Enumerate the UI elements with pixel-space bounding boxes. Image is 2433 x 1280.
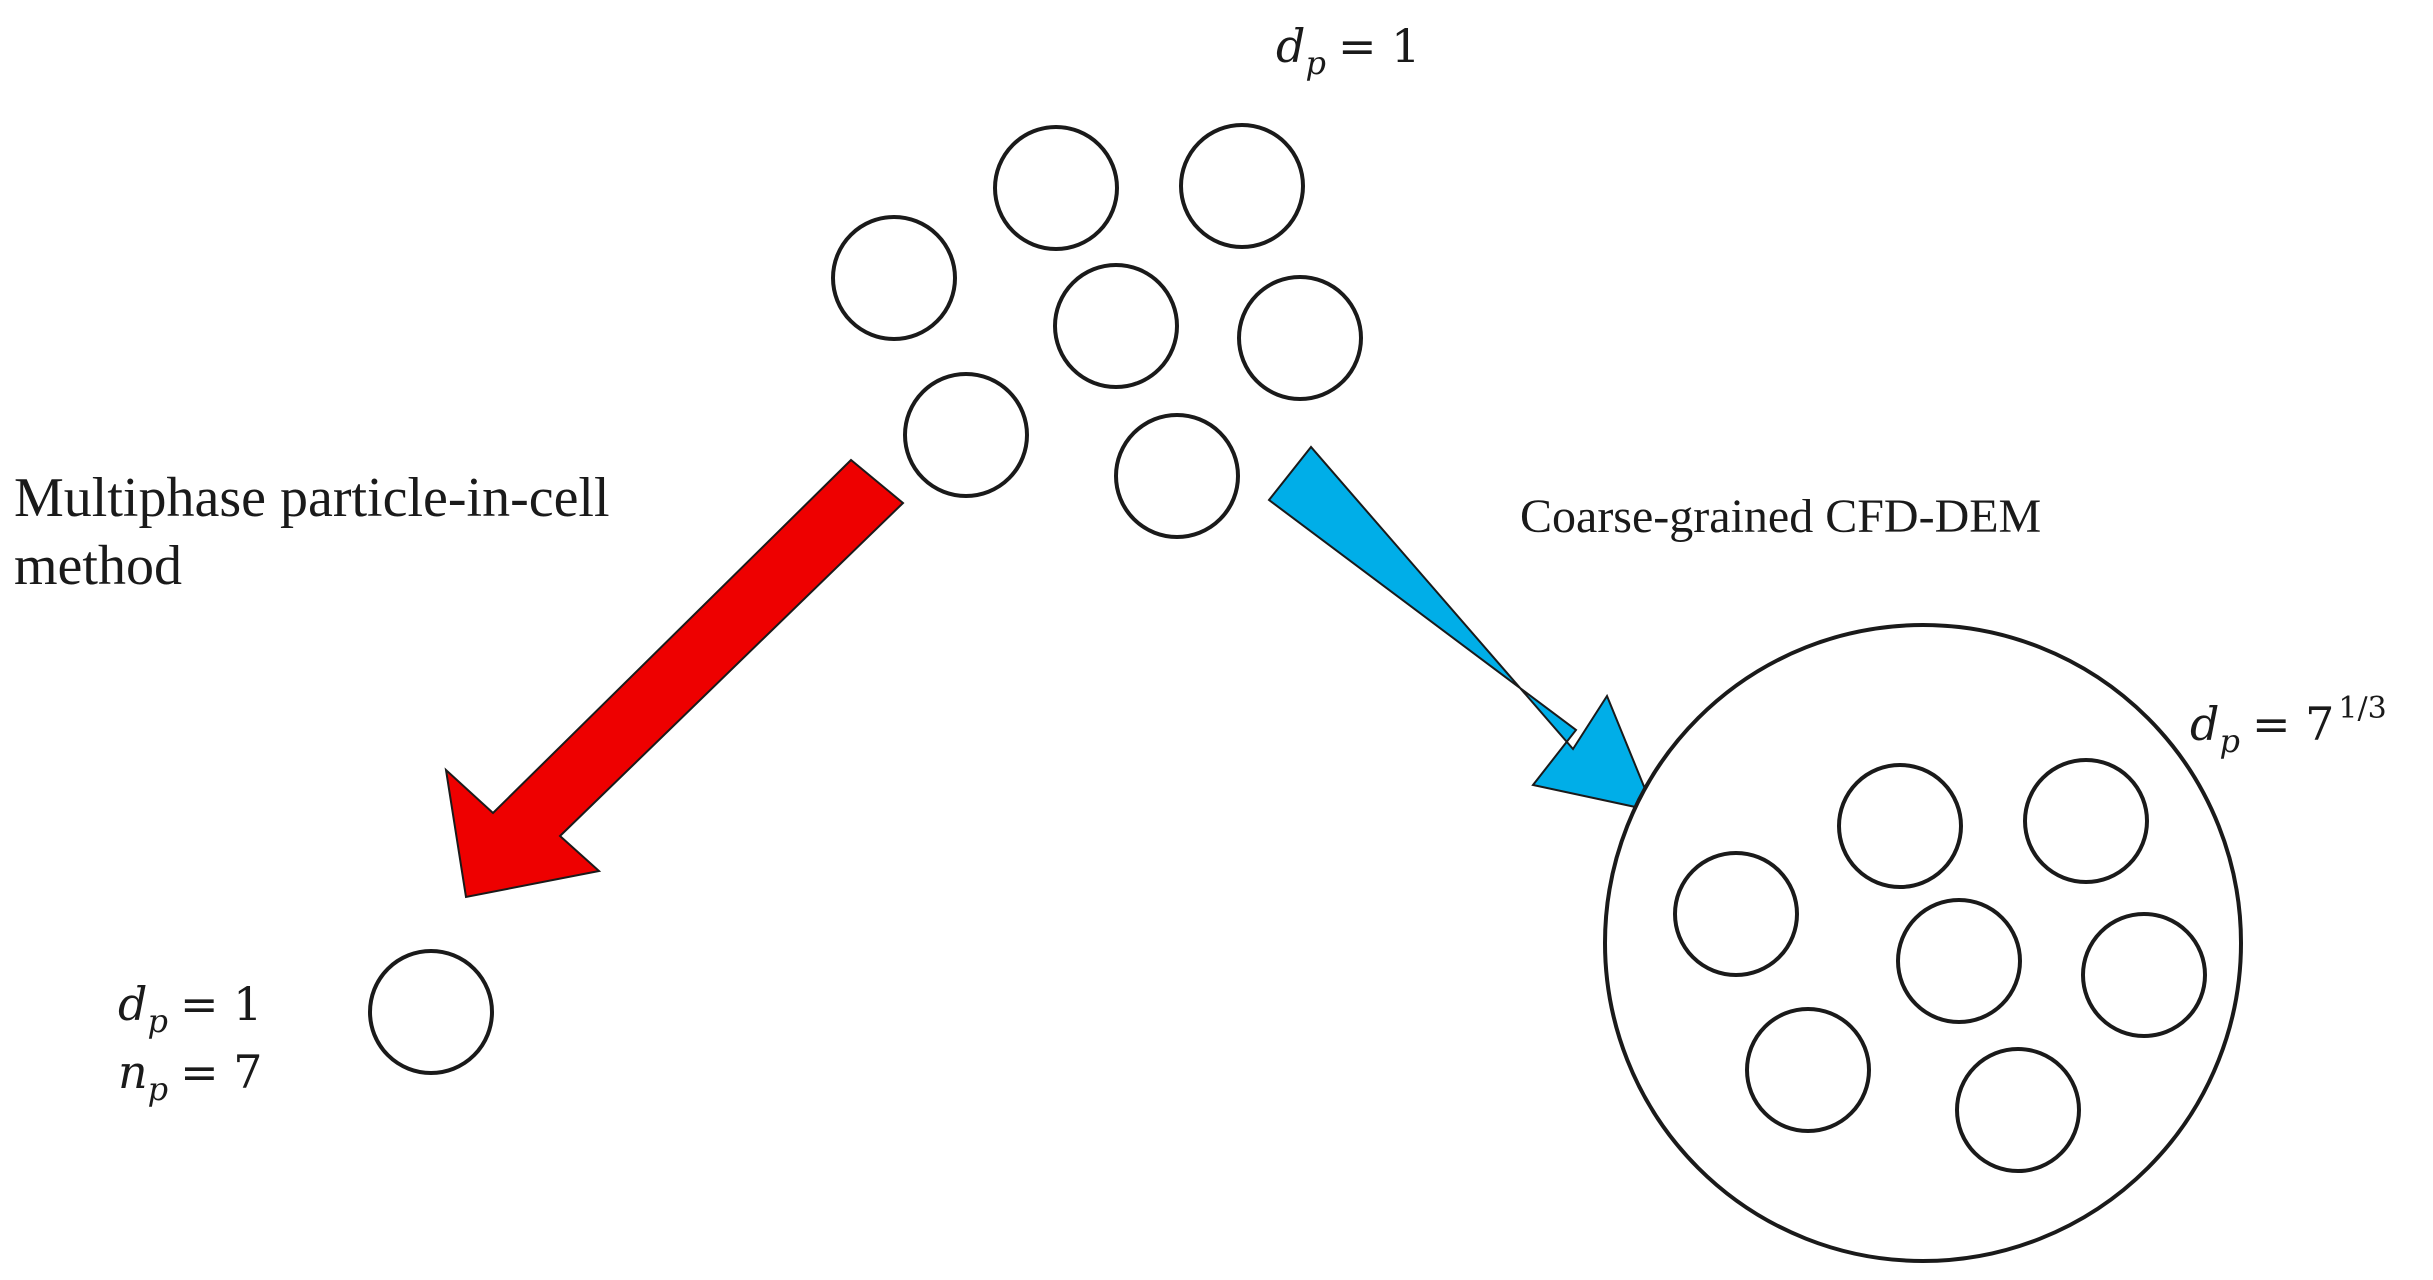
left-dp-eq: = 1 xyxy=(180,977,262,1031)
top-particle xyxy=(903,372,1029,498)
left-dp-sub: p xyxy=(147,1002,167,1040)
mppic-label-line2: method xyxy=(14,535,182,597)
inner-particle xyxy=(1745,1007,1871,1133)
top-particle xyxy=(993,125,1119,251)
top-particle xyxy=(831,215,957,341)
left-np-label: np = 7 xyxy=(118,1045,263,1108)
left-np-var: n xyxy=(118,1045,148,1099)
inner-particle xyxy=(1837,763,1963,889)
top-dp-var: d xyxy=(1276,19,1305,73)
top-dp-sub: p xyxy=(1305,44,1325,82)
coarse-grained-particle xyxy=(1603,623,2243,1263)
mppic-label-line1: Multiphase particle-in-cell xyxy=(14,467,610,529)
right-dp-exp: 1/3 xyxy=(2338,691,2386,726)
top-particle xyxy=(1179,123,1305,249)
mppic-label: Multiphase particle-in-cell method xyxy=(14,467,624,597)
left-np-eq: = 7 xyxy=(180,1045,262,1099)
right-dp-sub: p xyxy=(2219,722,2239,760)
top-dp-label: dp = 1 xyxy=(1276,19,1420,82)
right-dp-var: d xyxy=(2190,697,2219,751)
top-particle xyxy=(1053,263,1179,389)
top-particle-cluster xyxy=(831,123,1363,539)
inner-particle xyxy=(1955,1047,2081,1173)
inner-particle xyxy=(1673,851,1799,977)
cgdem-label: Coarse-grained CFD-DEM xyxy=(1520,490,2041,543)
inner-particle xyxy=(2081,912,2207,1038)
top-particle xyxy=(1114,413,1240,539)
right-dp-eq: = 7 xyxy=(2252,697,2334,751)
cgdem-arrow xyxy=(1267,445,1656,813)
top-dp-eq: = 1 xyxy=(1338,19,1420,73)
left-np-sub: p xyxy=(148,1070,168,1108)
top-particle xyxy=(1237,275,1363,401)
mppic-arrow xyxy=(444,458,905,899)
left-dp-label: dp = 1 xyxy=(118,977,262,1040)
inner-particle xyxy=(1896,898,2022,1024)
inner-particle xyxy=(2023,758,2149,884)
left-dp-var: d xyxy=(118,977,147,1031)
mppic-parcel-particle xyxy=(368,949,494,1075)
